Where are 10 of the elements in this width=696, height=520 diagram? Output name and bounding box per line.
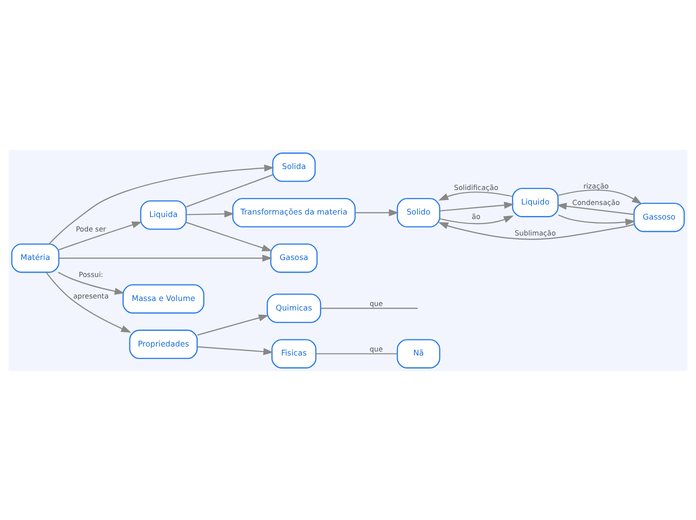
edge-label: Solidificação: [454, 182, 498, 192]
edge-label: Condensação: [572, 198, 620, 207]
edge-label: Possui:: [78, 270, 104, 279]
edge-label: Sublimação: [514, 228, 556, 238]
edge-label: apresenta: [73, 290, 109, 300]
edge-label: que: [370, 298, 383, 308]
edge-label: rização: [583, 181, 609, 190]
edge-label: que: [370, 344, 383, 354]
edge-label: Pode ser: [76, 224, 106, 234]
edge-label: ão: [472, 212, 480, 221]
